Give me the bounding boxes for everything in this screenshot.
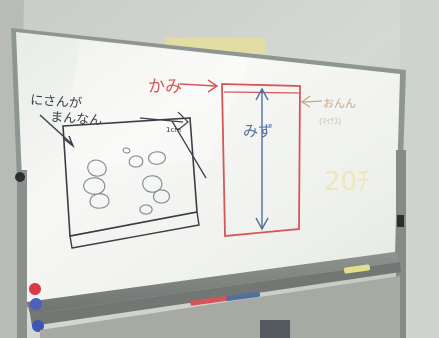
right-wall-panel — [400, 0, 439, 338]
label-onn: おんん — [323, 97, 356, 110]
floor-object — [260, 320, 290, 338]
label-kami: かみ — [148, 77, 182, 97]
label-mizu: みず — [243, 122, 273, 140]
left-box-base — [69, 211, 200, 249]
whiteboard-surface — [16, 32, 400, 302]
right-stand-leg — [396, 150, 406, 338]
label-twenty: 20ﾁ — [324, 167, 370, 197]
left-diagonal-line — [171, 120, 207, 179]
cabinet-below — [40, 276, 400, 338]
red-magnet — [29, 283, 41, 295]
scale-arrow — [139, 111, 189, 131]
blue-magnet-upper — [30, 298, 42, 310]
right-arrow-line — [302, 100, 323, 103]
red-rectangle — [221, 83, 301, 237]
kami-arrow-line — [179, 83, 217, 87]
red-marker — [190, 295, 232, 306]
label-scale-mark: 1cm — [166, 126, 181, 134]
label-minus: (ﾏｲﾅｽ) — [319, 117, 341, 126]
left-stand-leg — [17, 170, 27, 338]
left-arrow-head — [63, 135, 75, 149]
kami-arrow-head — [207, 79, 219, 93]
label-mannan: まんなん — [50, 110, 103, 129]
blue-arrow-top-head — [255, 87, 269, 101]
marker-tray-front — [30, 262, 401, 326]
circle-doodles — [83, 147, 170, 215]
blue-magnet-lower — [32, 320, 44, 332]
left-magnet — [15, 172, 25, 182]
blue-arrow-bottom-head — [255, 217, 269, 231]
label-nisanga: にさんが — [30, 93, 83, 112]
yellow-marker — [343, 264, 371, 274]
marker-tray — [27, 252, 400, 314]
blue-marker — [226, 291, 260, 302]
right-arrow-head — [300, 95, 311, 108]
left-arrow-line — [39, 114, 74, 146]
board-highlight — [60, 40, 250, 170]
right-clip — [397, 215, 404, 227]
